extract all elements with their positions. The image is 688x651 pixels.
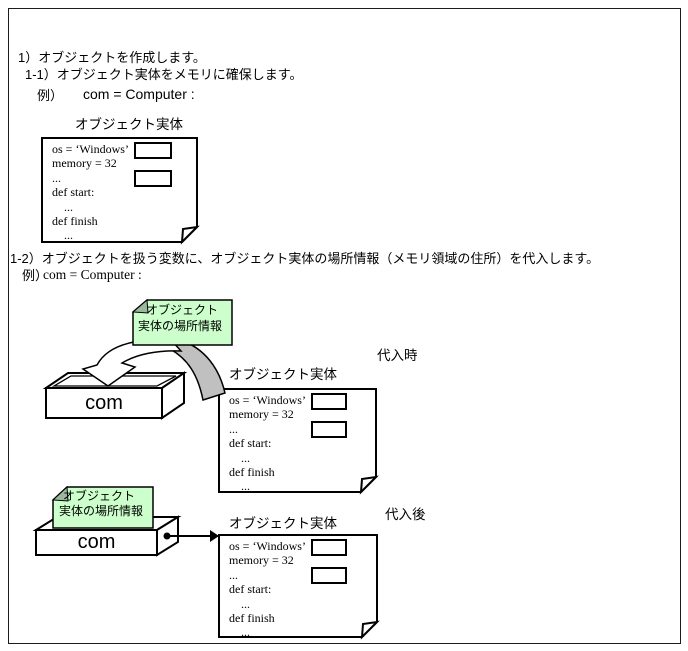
state-at-assignment: 代入時 (377, 348, 418, 363)
object-entity-label-1: オブジェクト実体 (75, 117, 183, 132)
variable-box-label-2: com (77, 531, 116, 553)
location-note-1 (131, 298, 233, 346)
arrowhead-icon (210, 530, 219, 542)
folded-corner-icon (359, 475, 379, 495)
location-note-1-line1: オブジェクト (146, 303, 219, 317)
object-entity-document-3 (218, 534, 380, 640)
curved-arrow-back-curl (168, 340, 226, 401)
variable-open-box (42, 371, 188, 420)
folded-corner-icon (180, 225, 200, 245)
object-entity-document-2 (218, 388, 379, 495)
value-slot-rect (311, 567, 347, 584)
location-note-1-line2: 実体の場所情報 (138, 319, 223, 333)
step1-example-prefix: 例） (37, 88, 64, 103)
step1-heading: 1）オブジェクトを作成します。 (18, 50, 206, 65)
note-fold-icon (51, 485, 69, 502)
state-after-assignment: 代入後 (385, 507, 426, 522)
step1-2-example-code: com = Computer : (43, 267, 142, 282)
object-entity-document-1 (41, 137, 200, 245)
object-entity-label-2: オブジェクト実体 (229, 367, 337, 382)
value-slot-rect (311, 393, 347, 410)
step1-example-code: com = Computer : (83, 86, 195, 102)
value-slot-rect (134, 142, 172, 159)
variable-box-label-1: com (85, 392, 123, 414)
object-entity-code-1: os = ‘Windows’ memory = 32 ... def start… (52, 142, 129, 243)
step1-subheading: 1-1）オブジェクト実体をメモリに確保します。 (25, 67, 303, 82)
value-slot-rect (311, 539, 347, 556)
location-note-2-line1: オブジェクト (63, 489, 136, 503)
value-slot-rect (311, 421, 347, 438)
folded-corner-icon (360, 620, 380, 640)
step1-2-example-prefix: 例） (22, 268, 49, 283)
object-entity-code-3: os = ‘Windows’ memory = 32 ... def start… (229, 539, 306, 640)
location-note-2-line2: 実体の場所情報 (59, 504, 144, 518)
location-note-2 (51, 485, 154, 529)
object-entity-code-2: os = ‘Windows’ memory = 32 ... def start… (229, 393, 306, 494)
object-entity-label-3: オブジェクト実体 (229, 516, 337, 531)
reference-pointer-arrow (163, 530, 219, 542)
value-slot-rect (134, 170, 172, 187)
step1-2-heading: 1-2）オブジェクトを扱う変数に、オブジェクト実体の場所情報（メモリ領域の住所）… (10, 251, 600, 266)
note-fold-icon (131, 298, 149, 314)
outer-border (8, 8, 681, 644)
